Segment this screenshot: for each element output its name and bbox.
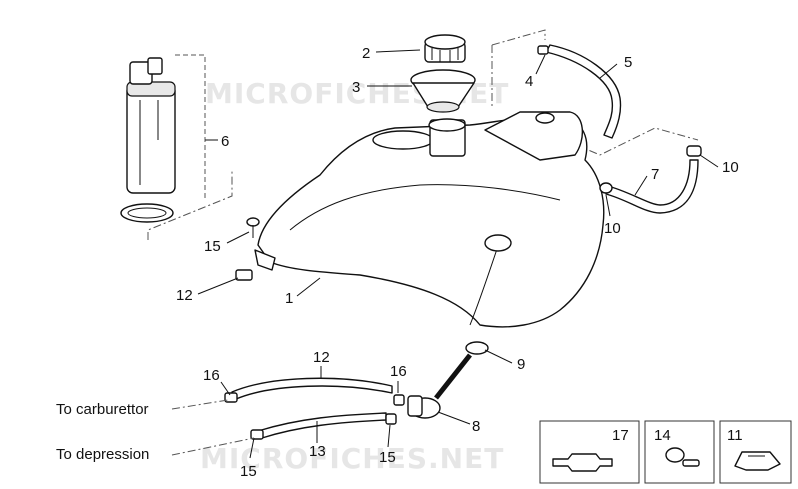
callout-15-top: 15 (204, 238, 221, 255)
hose-13 (250, 412, 397, 440)
callout-17: 17 (612, 427, 629, 444)
callout-7: 7 (651, 166, 659, 183)
label-to-depression: To depression (56, 446, 149, 463)
callout-14: 14 (654, 427, 671, 444)
box-17 (539, 420, 640, 484)
callout-6: 6 (221, 133, 229, 150)
fuel-tap (407, 341, 489, 419)
callout-10-left: 10 (604, 220, 621, 237)
pump-group-bracket (175, 54, 206, 200)
callout-15-bottom-right: 15 (379, 449, 396, 466)
callout-8: 8 (472, 418, 480, 435)
breather-group-outline-top (491, 29, 546, 46)
box-14 (644, 420, 715, 484)
callout-3: 3 (352, 79, 360, 96)
depression-line (171, 437, 255, 456)
leader-lines (197, 49, 719, 459)
callout-5: 5 (624, 54, 632, 71)
callout-16-right: 16 (390, 363, 407, 380)
callout-9: 9 (517, 356, 525, 373)
callout-12-hose: 12 (313, 349, 330, 366)
box-11 (719, 420, 792, 484)
carburettor-line (171, 399, 229, 410)
callout-16-left: 16 (203, 367, 220, 384)
filler-funnel (410, 69, 476, 113)
callout-13: 13 (309, 443, 326, 460)
fuel-pump (120, 57, 176, 223)
hose-12 (224, 377, 405, 406)
pump-group-outline (147, 170, 233, 240)
callout-12-top: 12 (176, 287, 193, 304)
callout-11: 11 (727, 427, 743, 444)
fuel-tank (254, 111, 605, 328)
breather-hose (537, 44, 622, 139)
fuel-cap (424, 34, 466, 63)
fuel-hose-7 (599, 145, 702, 214)
callout-2: 2 (362, 45, 370, 62)
clip-12-top (235, 269, 253, 281)
label-to-carburettor: To carburettor (56, 401, 149, 418)
callout-15-bottom-left: 15 (240, 463, 257, 480)
watermark-bottom: MICROFICHES.NET (200, 442, 504, 475)
callout-4: 4 (525, 73, 533, 90)
callout-10-right: 10 (722, 159, 739, 176)
callout-1: 1 (285, 290, 293, 307)
screw-15-top (246, 217, 260, 238)
